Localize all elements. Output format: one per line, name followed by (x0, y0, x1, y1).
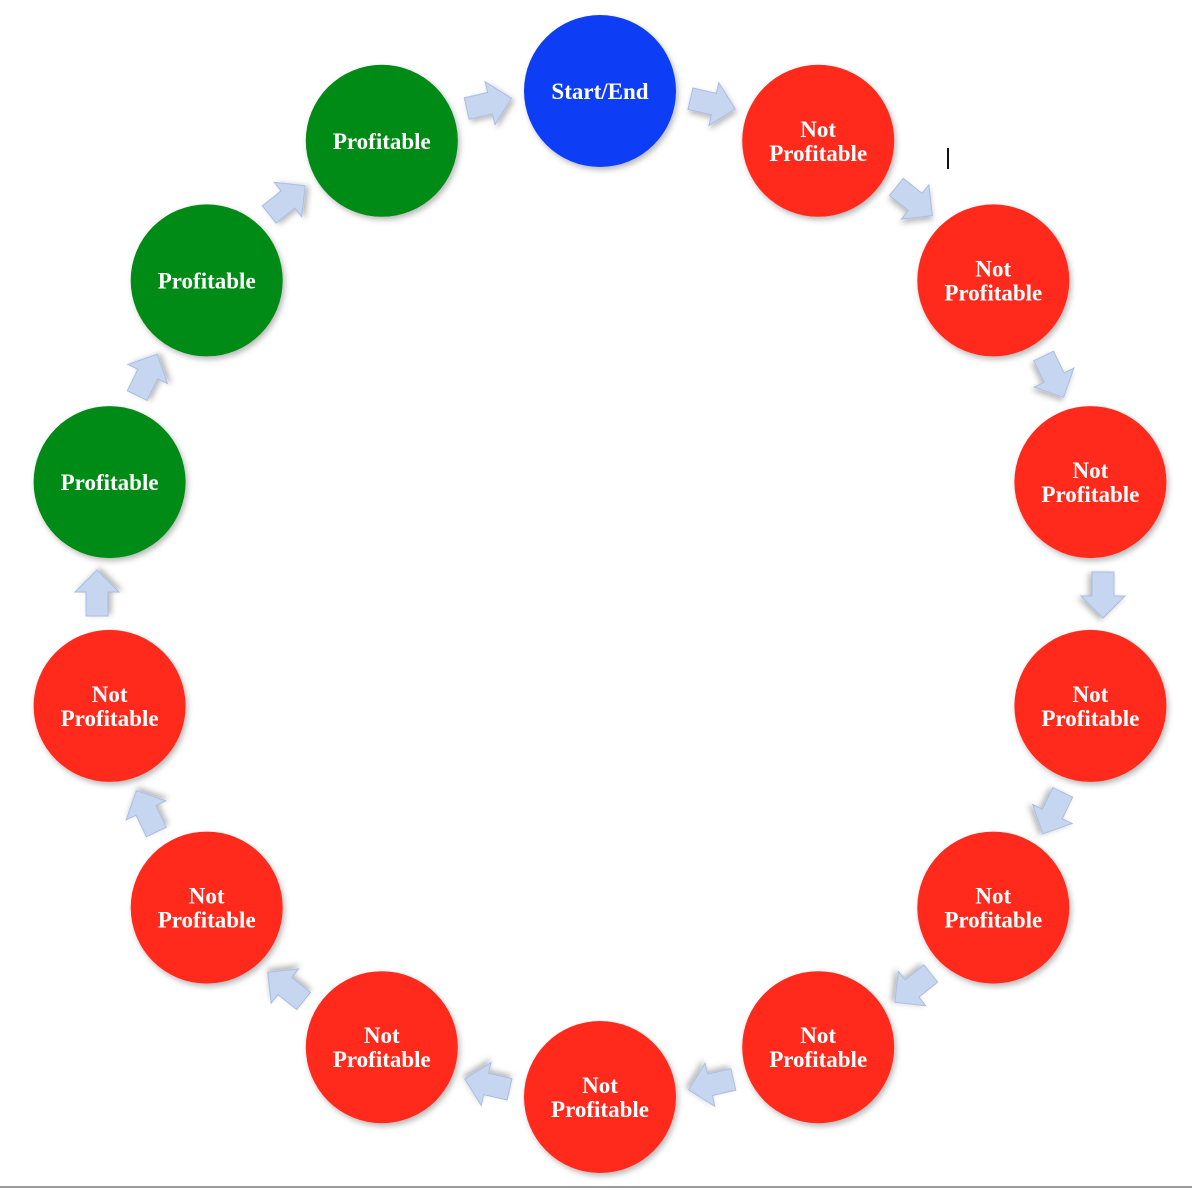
node-label: Profitable (944, 908, 1042, 933)
node-label: Not (1073, 682, 1109, 707)
nodes-layer: Start/EndNotProfitableNotProfitableNotPr… (33, 15, 1167, 1173)
node-label: Profitable (61, 706, 159, 731)
cycle-arrow-icon (463, 80, 513, 126)
cycle-arrow-icon (894, 964, 939, 1007)
node-circle (305, 971, 458, 1124)
node-label: Profitable (1041, 482, 1139, 507)
profitable-node: Profitable (305, 64, 458, 217)
cycle-arrow-icon (267, 968, 312, 1011)
cycle-arrow-icon (687, 81, 736, 127)
node-circle (33, 406, 186, 559)
cycle-arrow-icon (888, 177, 933, 220)
node-label: Profitable (769, 1047, 867, 1072)
node-label: Not (975, 884, 1011, 909)
cycle-arrow-icon (73, 569, 121, 617)
node-label: Profitable (158, 268, 256, 293)
node-label: Profitable (61, 470, 159, 495)
node-label: Profitable (944, 280, 1042, 305)
cycle-arrow-icon (126, 353, 169, 402)
node-circle (742, 64, 895, 217)
node-circle (917, 831, 1070, 984)
cycle-arrow-icon (464, 1061, 513, 1107)
node-label: Not (582, 1073, 618, 1098)
cycle-arrow-icon (1079, 571, 1127, 619)
node-label: Not (800, 117, 836, 142)
node-circle (33, 629, 186, 782)
node-circle (917, 204, 1070, 357)
profitable-node: Profitable (33, 406, 186, 559)
cycle-arrow-icon (1031, 786, 1074, 835)
node-label: Not (800, 1023, 836, 1048)
profitable-node: Profitable (130, 204, 283, 357)
node-circle (524, 1021, 676, 1173)
bottom-divider (0, 1186, 1192, 1188)
node-label: Profitable (551, 1097, 649, 1122)
node-label: Profitable (333, 129, 431, 154)
arrows-layer (73, 80, 1127, 1108)
node-label: Profitable (333, 1047, 431, 1072)
node-label: Start/End (551, 79, 648, 104)
node-circle (1014, 629, 1167, 782)
cycle-arrow-icon (687, 1062, 737, 1108)
node-label: Profitable (769, 141, 867, 166)
cycle-arrow-icon (125, 789, 168, 838)
text-cursor (947, 148, 949, 169)
node-circle (524, 15, 676, 167)
node-circle (130, 204, 283, 357)
node-label: Not (364, 1023, 400, 1048)
node-circle (305, 64, 458, 217)
node-circle (1014, 406, 1167, 559)
node-label: Not (1073, 458, 1109, 483)
node-label: Not (975, 256, 1011, 281)
node-circle (742, 971, 895, 1124)
cycle-arrow-icon (261, 181, 306, 224)
node-label: Profitable (1041, 706, 1139, 731)
node-label: Not (92, 682, 128, 707)
cycle-arrow-icon (1032, 350, 1075, 399)
start-end-node: Start/End (524, 15, 676, 167)
node-circle (130, 831, 283, 984)
node-label: Not (189, 884, 225, 909)
node-label: Profitable (158, 908, 256, 933)
